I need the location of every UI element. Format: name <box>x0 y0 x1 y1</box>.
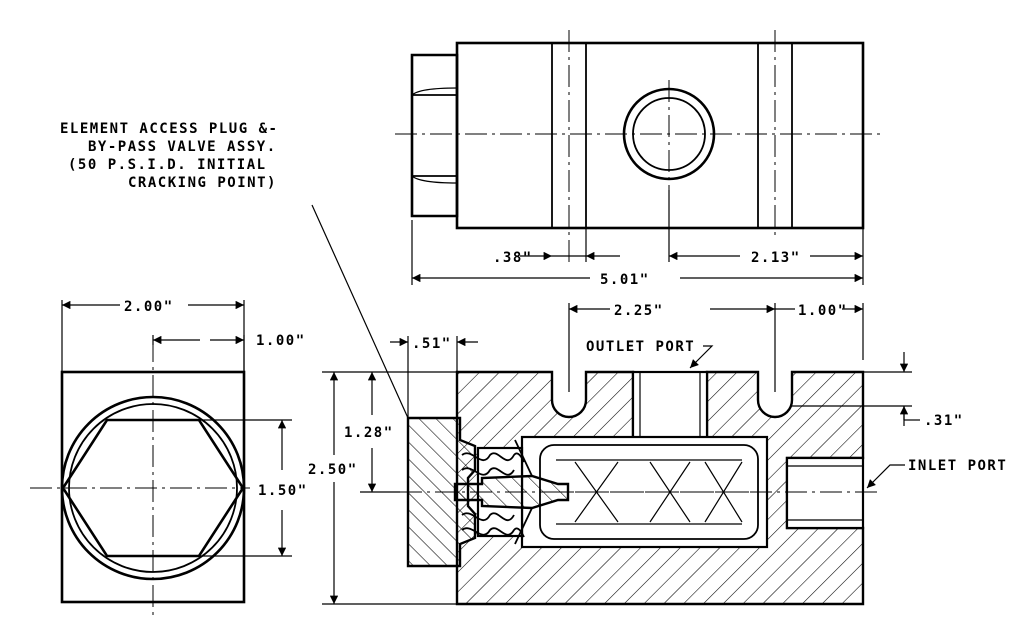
callout-leader <box>311 204 409 419</box>
dim-225: 2.25" <box>614 303 664 319</box>
end-view <box>30 340 250 620</box>
outlet-port-bore <box>631 370 709 447</box>
dim-100-top: 1.00" <box>798 303 848 319</box>
callout-line-4: CRACKING POINT) <box>128 175 277 191</box>
dim-501: 5.01" <box>600 272 650 288</box>
section-view-dimensions: 2.25" 1.00" .51" 1.28" 2.50" .31" <box>308 303 964 605</box>
element-access-callout: ELEMENT ACCESS PLUG &- BY-PASS VALVE ASS… <box>60 121 409 419</box>
outlet-port-label: OUTLET PORT <box>586 339 695 355</box>
dim-031: .31" <box>924 413 964 429</box>
inlet-port-label: INLET PORT <box>908 458 1007 474</box>
dim-250: 2.50" <box>308 462 358 478</box>
dim-200: 2.00" <box>124 299 174 315</box>
dim-051: .51" <box>412 336 452 352</box>
top-view-body <box>455 41 865 230</box>
top-view <box>395 30 880 262</box>
top-view-dimensions: .38" 2.13" 5.01" <box>411 190 864 288</box>
port-labels: OUTLET PORT INLET PORT <box>586 339 1007 489</box>
dim-128: 1.28" <box>344 425 394 441</box>
inlet-port-bore <box>785 456 865 530</box>
spring-bottom <box>461 512 515 522</box>
section-view <box>400 370 880 606</box>
top-view-hex-plug <box>410 53 459 218</box>
spring-top <box>461 452 525 463</box>
dim-150: 1.50" <box>258 483 308 499</box>
dim-100-left: 1.00" <box>256 333 306 349</box>
callout-line-3: (50 P.S.I.D. INITIAL <box>68 157 267 173</box>
end-view-dimensions: 2.00" 1.00" 1.50" <box>61 299 308 557</box>
dim-038: .38" <box>493 250 533 266</box>
callout-line-2: BY-PASS VALVE ASSY. <box>88 139 277 155</box>
callout-line-1: ELEMENT ACCESS PLUG &- <box>60 121 278 137</box>
dim-213: 2.13" <box>751 250 801 266</box>
